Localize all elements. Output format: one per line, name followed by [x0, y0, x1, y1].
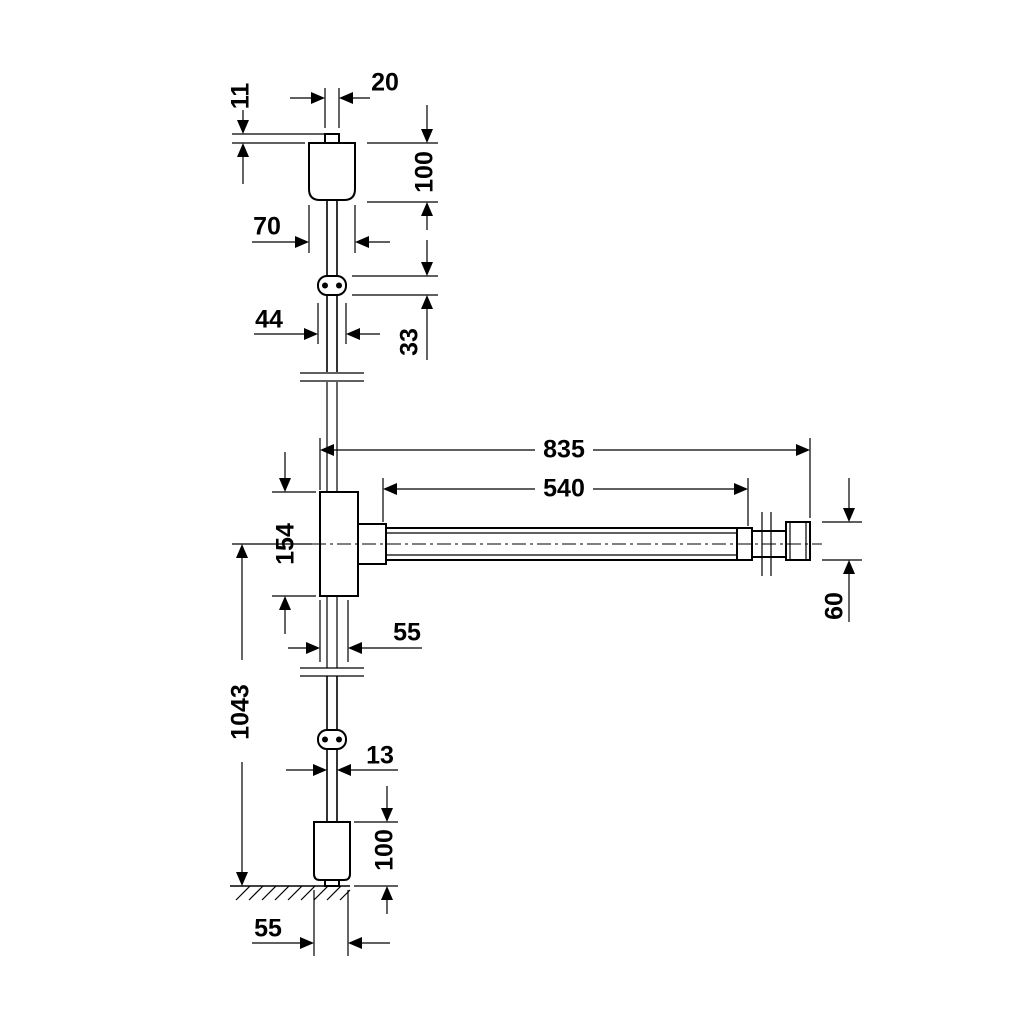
dim-top-block-height: 100 — [367, 105, 439, 230]
top-pin — [324, 133, 340, 144]
dim-bar-height: 154 — [272, 452, 316, 634]
top-lock-block — [308, 142, 356, 201]
upper-rod-guide — [317, 275, 347, 296]
dim-label-60: 60 — [821, 592, 849, 620]
bar-assembly — [312, 491, 822, 597]
dim-label-100-top: 100 — [411, 151, 439, 193]
dim-rod-guide-height: 33 — [352, 240, 438, 360]
lower-rod-guide — [317, 729, 347, 750]
bottom-pin — [324, 879, 340, 887]
dim-label-70: 70 — [253, 213, 281, 241]
dim-bottom-block-height: 100 — [354, 786, 399, 914]
dim-rod-guide-width: 44 — [254, 303, 380, 344]
dim-top-block-width: 70 — [252, 205, 390, 253]
dim-label-55-bottom: 55 — [254, 915, 282, 943]
dim-handle-height: 1043 — [227, 543, 312, 886]
dim-label-33: 33 — [396, 328, 424, 356]
dim-bar-total-length: 835 — [319, 436, 811, 518]
bottom-lock-assembly — [313, 821, 351, 887]
dim-bar-end-diameter: 60 — [821, 478, 862, 622]
dim-label-11: 11 — [227, 83, 255, 110]
dim-top-pin-width: 20 — [290, 69, 399, 128]
dim-label-55-mid: 55 — [393, 619, 421, 647]
top-lock-assembly — [308, 133, 356, 201]
dim-label-1043: 1043 — [227, 684, 255, 740]
dim-label-13: 13 — [366, 742, 394, 770]
dim-label-20: 20 — [371, 69, 399, 97]
dim-label-44: 44 — [255, 306, 283, 334]
dim-rod-diameter: 13 — [286, 742, 398, 776]
dim-label-835: 835 — [543, 436, 585, 464]
dim-rod-spacing: 55 — [288, 600, 422, 662]
dim-bar-push-length: 540 — [382, 475, 749, 526]
dim-top-pin-height: 11 — [227, 83, 325, 184]
dim-label-540: 540 — [543, 475, 585, 503]
bottom-lock-block — [313, 821, 351, 881]
lower-rod — [300, 596, 364, 822]
dim-bottom-block-width: 55 — [252, 890, 390, 956]
floor-hatch — [230, 885, 351, 901]
dim-label-100-bottom: 100 — [371, 829, 399, 871]
